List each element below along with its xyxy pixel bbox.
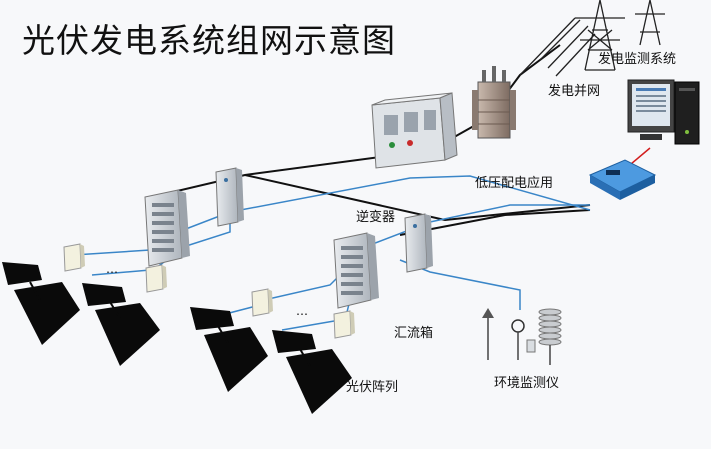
combiner-box-icon <box>251 288 273 317</box>
dc-distribution-cabinet-icon <box>144 189 190 267</box>
dc-distribution-cabinet-icon <box>333 232 379 309</box>
switchgear-cabinet-icon <box>371 92 458 169</box>
label-monitoring-system: 发电监测系统 <box>598 52 677 67</box>
combiner-box-icon <box>63 243 85 272</box>
diagram-title: 光伏发电系统组网示意图 <box>22 21 396 60</box>
weather-station-icon <box>482 308 562 365</box>
label-combiner-box: 汇流箱 <box>394 326 434 341</box>
label-pv-array: 光伏阵列 <box>346 380 399 395</box>
ellipsis-marker: … <box>296 304 308 318</box>
pv-panel-icon <box>2 262 80 345</box>
combiner-box-icon <box>145 264 167 293</box>
ellipsis-marker: … <box>106 262 118 276</box>
inverter-cabinet-icon <box>404 213 433 273</box>
label-inverter: 逆变器 <box>356 210 396 225</box>
label-environment-monitor: 环境监测仪 <box>494 376 560 391</box>
transformer-icon <box>472 66 516 139</box>
label-grid-connection: 发电并网 <box>548 84 601 99</box>
label-low-voltage-load: 低压配电应用 <box>475 176 554 191</box>
power-tower-icon <box>519 0 665 77</box>
pv-panel-icon <box>272 330 352 414</box>
pv-panel-icon <box>82 283 160 366</box>
combiner-box-icon <box>333 310 355 339</box>
inverter-cabinet-icon <box>215 167 244 227</box>
monitor-computer-icon <box>627 79 700 145</box>
pv-panel-icon <box>190 307 268 392</box>
data-logger-icon <box>588 159 657 200</box>
